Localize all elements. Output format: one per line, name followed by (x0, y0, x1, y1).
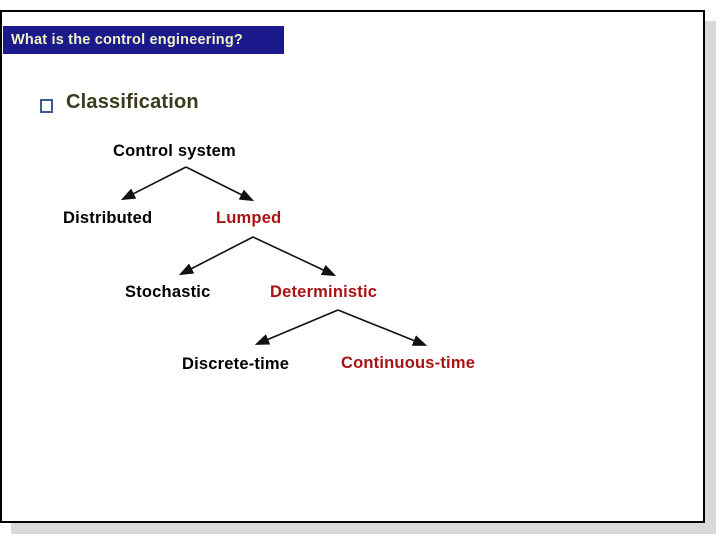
tree-node-distributed: Distributed (63, 209, 153, 227)
square-bullet-icon (40, 99, 53, 113)
slide (0, 10, 705, 523)
tree-node-deterministic: Deterministic (270, 283, 378, 301)
tree-node-discrete-time: Discrete-time (182, 355, 290, 373)
slide-title: What is the control engineering? (11, 32, 243, 48)
tree-node-lumped: Lumped (216, 209, 282, 227)
tree-node-continuous-time: Continuous-time (341, 354, 476, 372)
section-heading: Classification (66, 91, 199, 113)
tree-node-control-system: Control system (113, 142, 236, 160)
slide-title-bar: What is the control engineering? (3, 26, 284, 54)
tree-node-stochastic: Stochastic (125, 283, 211, 301)
